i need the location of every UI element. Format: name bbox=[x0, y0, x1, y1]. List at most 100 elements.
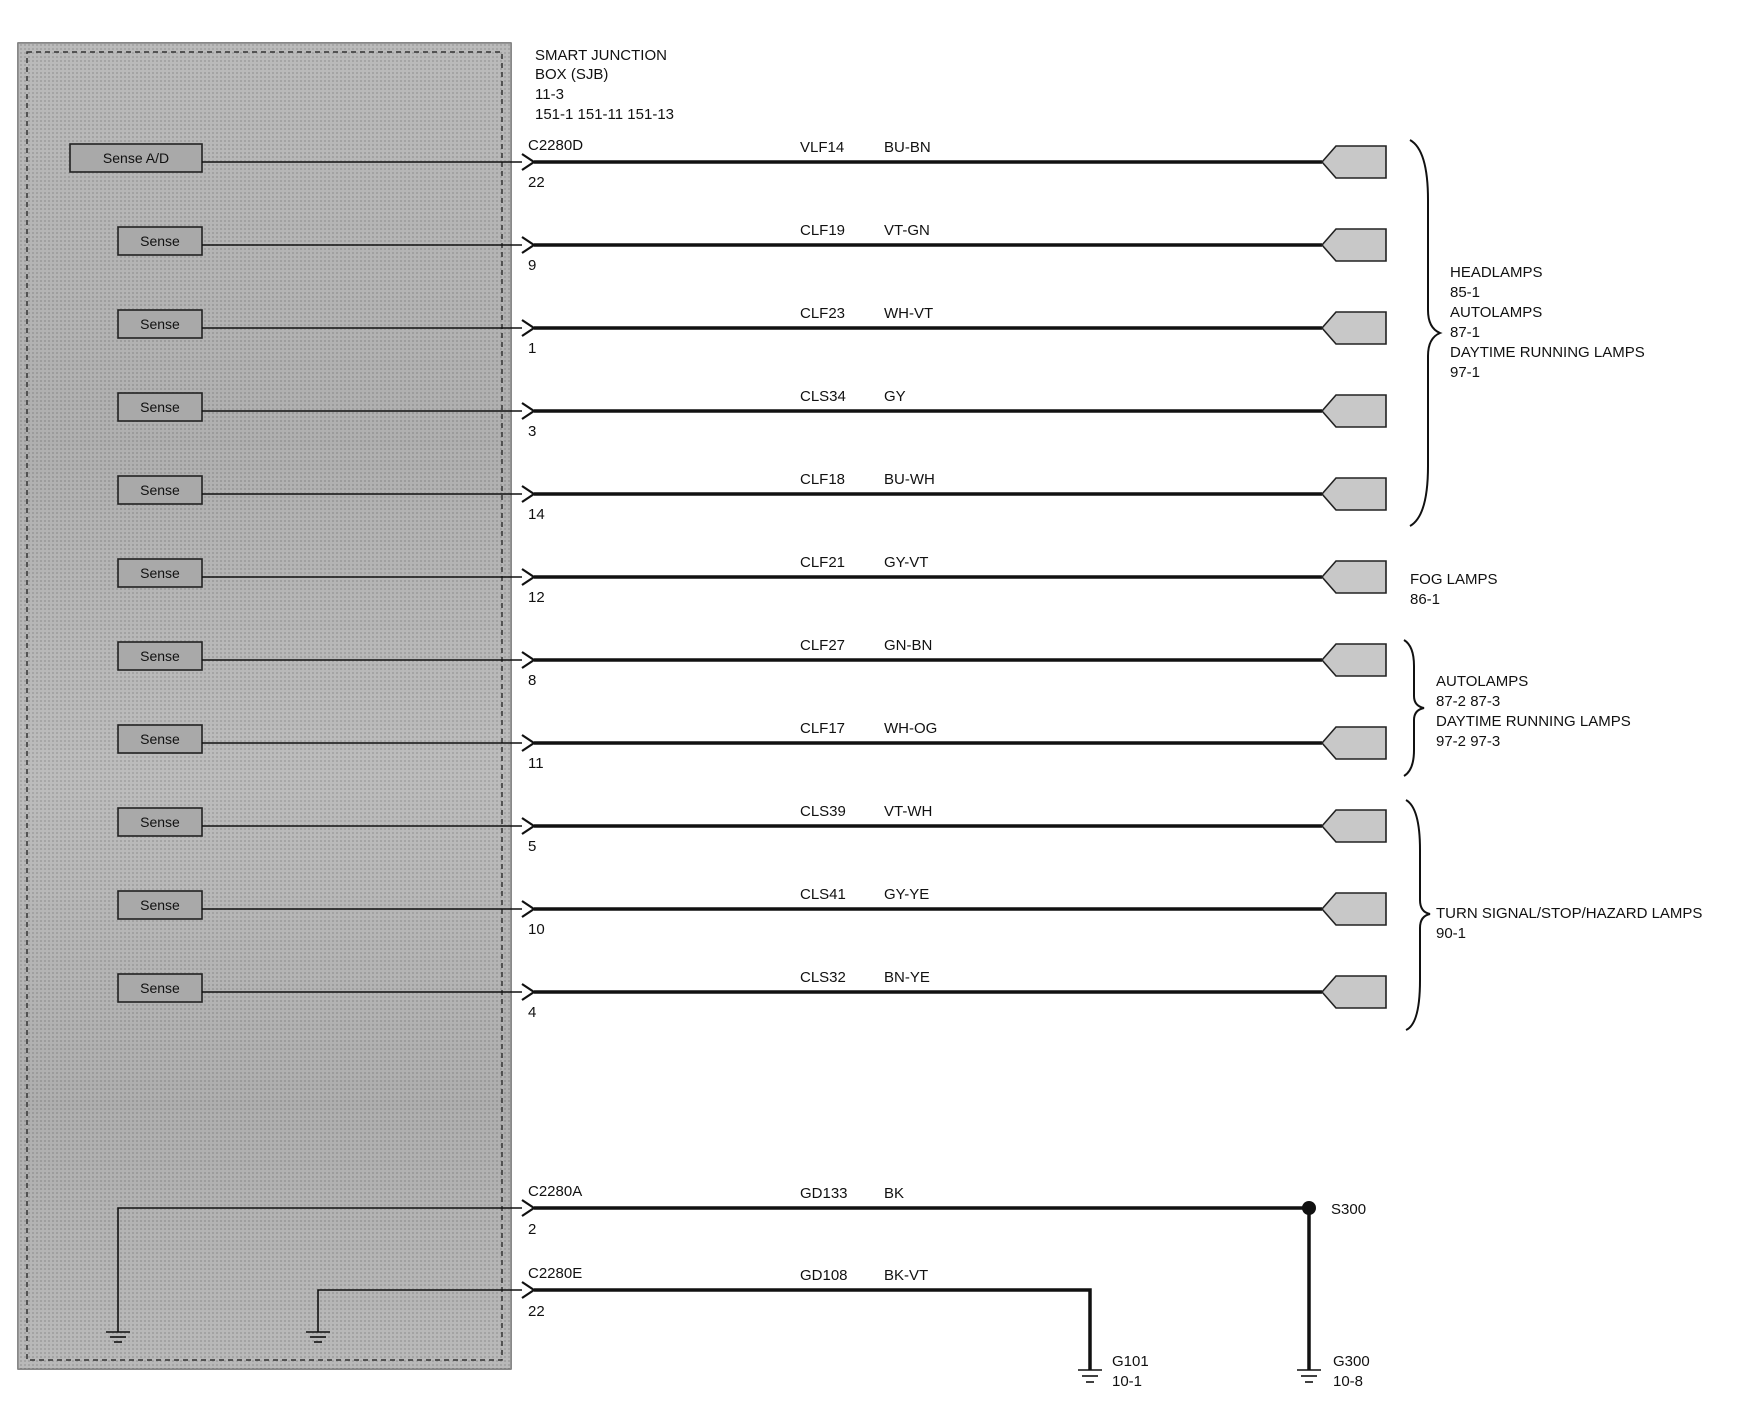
drl-label-1: DAYTIME RUNNING LAMPS bbox=[1450, 344, 1645, 361]
pin-number: 11 bbox=[528, 755, 544, 772]
circuit-number: CLF23 bbox=[800, 305, 845, 322]
sense-label: Sense bbox=[140, 731, 180, 747]
module-title: SMART JUNCTION BOX (SJB) 11-3 151-1 151-… bbox=[535, 47, 674, 123]
wire-color: WH-OG bbox=[884, 720, 937, 737]
ground-circuit-a: C2280A 2 GD133 BK S300 bbox=[106, 1183, 1366, 1370]
circuit-gd133: GD133 bbox=[800, 1185, 848, 1202]
autolamps-ref-1: 87-1 bbox=[1450, 324, 1480, 341]
lamp-connector-icon bbox=[1320, 394, 1387, 428]
pin-arrow bbox=[521, 153, 536, 171]
headlamps-label: HEADLAMPS bbox=[1450, 264, 1543, 281]
pin-number: 1 bbox=[528, 340, 536, 357]
sense-box bbox=[117, 309, 203, 339]
wire-color: VT-WH bbox=[884, 803, 932, 820]
fog-ref: 86-1 bbox=[1410, 591, 1440, 608]
group-autolamps: AUTOLAMPS 87-2 87-3 DAYTIME RUNNING LAMP… bbox=[1403, 639, 1631, 777]
sense-box bbox=[117, 226, 203, 256]
pin-arrow bbox=[521, 485, 536, 503]
connector-c2280e: C2280E bbox=[528, 1265, 582, 1282]
lamp-connector-icon bbox=[1320, 145, 1387, 179]
pin-arrow bbox=[521, 900, 536, 918]
sense-label: Sense A/D bbox=[103, 150, 169, 166]
turn-label: TURN SIGNAL/STOP/HAZARD LAMPS bbox=[1436, 905, 1702, 922]
wire-color: GY-VT bbox=[884, 554, 928, 571]
circuit-number: CLF19 bbox=[800, 222, 845, 239]
wire-color: GY bbox=[884, 388, 906, 405]
pin-arrow bbox=[521, 402, 536, 420]
circuit-number: CLS39 bbox=[800, 803, 846, 820]
pin-arrow bbox=[521, 817, 536, 835]
drl-ref-1: 97-1 bbox=[1450, 364, 1480, 381]
autolamps-label-1: AUTOLAMPS bbox=[1450, 304, 1542, 321]
lamp-connector-icon bbox=[1320, 477, 1387, 511]
lamp-connector-icon bbox=[1320, 228, 1387, 262]
lamp-connector-icon bbox=[1320, 809, 1387, 843]
circuit-number: VLF14 bbox=[800, 139, 844, 156]
wire-color: GN-BN bbox=[884, 637, 932, 654]
g101-label: G101 bbox=[1112, 1353, 1149, 1370]
sense-box bbox=[117, 724, 203, 754]
pin-number: 4 bbox=[528, 1004, 536, 1021]
sense-label: Sense bbox=[140, 565, 180, 581]
sense-label: Sense bbox=[140, 814, 180, 830]
sense-box bbox=[117, 973, 203, 1003]
circuit-row: Sense 3 CLS34 GY bbox=[117, 388, 1387, 440]
sjb-module bbox=[17, 42, 512, 1370]
group-fog: FOG LAMPS 86-1 bbox=[1410, 571, 1498, 608]
sense-label: Sense bbox=[140, 897, 180, 913]
pin-arrow bbox=[521, 319, 536, 337]
wire-color: WH-VT bbox=[884, 305, 933, 322]
circuit-number: CLF18 bbox=[800, 471, 845, 488]
autolamps-label-2: AUTOLAMPS bbox=[1436, 673, 1528, 690]
sense-box bbox=[117, 890, 203, 920]
pin-e: 22 bbox=[528, 1303, 545, 1320]
ground-g300: G300 10-8 bbox=[1297, 1353, 1370, 1390]
g101-ref: 10-1 bbox=[1112, 1373, 1142, 1390]
splice-s300-label: S300 bbox=[1331, 1201, 1366, 1218]
lamp-connector-icon bbox=[1320, 892, 1387, 926]
color-bk-vt: BK-VT bbox=[884, 1267, 928, 1284]
wire-color: BU-BN bbox=[884, 139, 931, 156]
pin-number: 3 bbox=[528, 423, 536, 440]
circuit-number: CLS34 bbox=[800, 388, 846, 405]
sense-box bbox=[69, 143, 203, 173]
circuit-row: Sense 12 CLF21 GY-VT bbox=[117, 554, 1387, 606]
module-name-line2: BOX (SJB) bbox=[535, 66, 608, 83]
sense-box bbox=[117, 475, 203, 505]
autolamps-ref-2: 87-2 87-3 bbox=[1436, 693, 1500, 710]
fog-label: FOG LAMPS bbox=[1410, 571, 1498, 588]
wire-color: GY-YE bbox=[884, 886, 929, 903]
g300-ref: 10-8 bbox=[1333, 1373, 1363, 1390]
ground-icon bbox=[1078, 1369, 1102, 1383]
pin-arrow bbox=[521, 236, 536, 254]
pin-a: 2 bbox=[528, 1221, 536, 1238]
sense-label: Sense bbox=[140, 316, 180, 332]
group-turn: TURN SIGNAL/STOP/HAZARD LAMPS 90-1 bbox=[1405, 799, 1702, 1031]
sense-label: Sense bbox=[140, 399, 180, 415]
group-headlamps: HEADLAMPS 85-1 AUTOLAMPS 87-1 DAYTIME RU… bbox=[1409, 139, 1645, 527]
sense-box bbox=[117, 807, 203, 837]
pin-arrow bbox=[521, 983, 536, 1001]
pin-number: 10 bbox=[528, 921, 545, 938]
lamp-connector-icon bbox=[1320, 560, 1387, 594]
turn-ref: 90-1 bbox=[1436, 925, 1466, 942]
ground-icon bbox=[306, 1331, 330, 1343]
ground-g101: G101 10-1 bbox=[1078, 1353, 1149, 1390]
connector-c2280a: C2280A bbox=[528, 1183, 582, 1200]
connector-label: C2280D bbox=[528, 137, 583, 154]
pin-number: 12 bbox=[528, 589, 545, 606]
sense-label: Sense bbox=[140, 482, 180, 498]
lamp-connector-icon bbox=[1320, 975, 1387, 1009]
ground-circuit-e: C2280E 22 GD108 BK-VT bbox=[306, 1265, 1092, 1370]
wire-color: BU-WH bbox=[884, 471, 935, 488]
circuit-number: CLF21 bbox=[800, 554, 845, 571]
ground-icon bbox=[106, 1331, 130, 1343]
lamp-connector-icon bbox=[1320, 643, 1387, 677]
sense-label: Sense bbox=[140, 980, 180, 996]
module-ref-line1: 11-3 bbox=[535, 86, 564, 103]
